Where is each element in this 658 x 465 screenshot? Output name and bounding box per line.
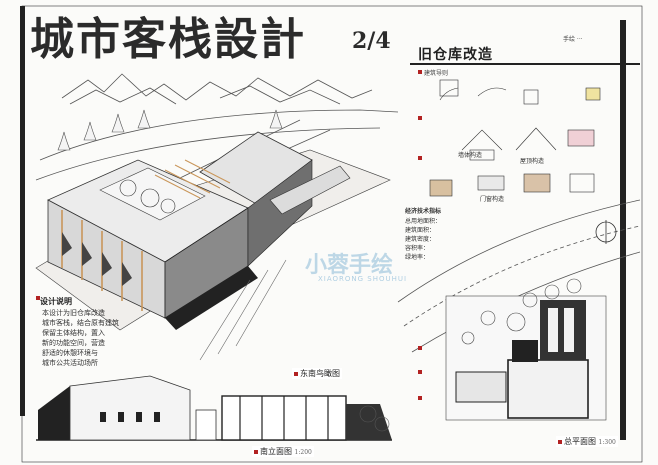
guide-label-window: 门窗构造 xyxy=(480,196,505,203)
design-notes-line: 保留主体结构，置入 xyxy=(42,329,105,337)
guide-heading: 建筑导则 xyxy=(424,70,449,77)
elevation-label: 南立面图 1:200 xyxy=(252,446,314,457)
watermark-subtext: XIAORONG SHOUHUI xyxy=(318,275,408,283)
economy-heading: 经济技术指标 xyxy=(405,208,442,215)
axonometric-label: 东南鸟瞰图 xyxy=(292,368,342,379)
mountain-sketch xyxy=(61,73,373,105)
economy-line: 容积率： xyxy=(405,245,430,252)
guide-label-wall: 墙体构造 xyxy=(458,152,483,159)
design-notes-line: 城市公共活动场所 xyxy=(42,359,98,367)
guide-sketches xyxy=(429,79,601,197)
economy-line: 总用地面积： xyxy=(405,218,442,225)
economy-line: 建筑面积： xyxy=(405,227,436,234)
south-elevation xyxy=(36,375,392,441)
design-notes-line: 新的功能空间，营造 xyxy=(42,339,105,347)
design-notes-line: 本设计为旧仓库改造 xyxy=(42,309,105,317)
site-plan xyxy=(397,199,641,421)
economy-line: 绿地率： xyxy=(405,254,430,261)
sheet-title: 城市客栈設計 xyxy=(30,14,306,65)
design-notes-heading: 设计说明 xyxy=(40,296,72,306)
sheet-number: 2/4 xyxy=(352,28,391,54)
design-notes-line: 城市客栈，结合原有建筑 xyxy=(42,319,119,327)
guide-label-roof: 屋顶构造 xyxy=(520,158,545,165)
axonometric-building xyxy=(35,109,391,361)
author-note: 手绘 ··· xyxy=(563,36,583,43)
watermark-text: 小蓉手绘 xyxy=(305,253,394,278)
sheet-subtitle: 旧仓库改造 xyxy=(418,47,493,63)
guide-markers xyxy=(36,70,422,300)
design-notes-line: 舒适的休憩环境与 xyxy=(42,349,98,357)
plan-label: 总平面图 1:300 xyxy=(556,436,618,447)
left-band xyxy=(20,6,25,416)
economy-line: 建筑密度： xyxy=(405,236,436,243)
